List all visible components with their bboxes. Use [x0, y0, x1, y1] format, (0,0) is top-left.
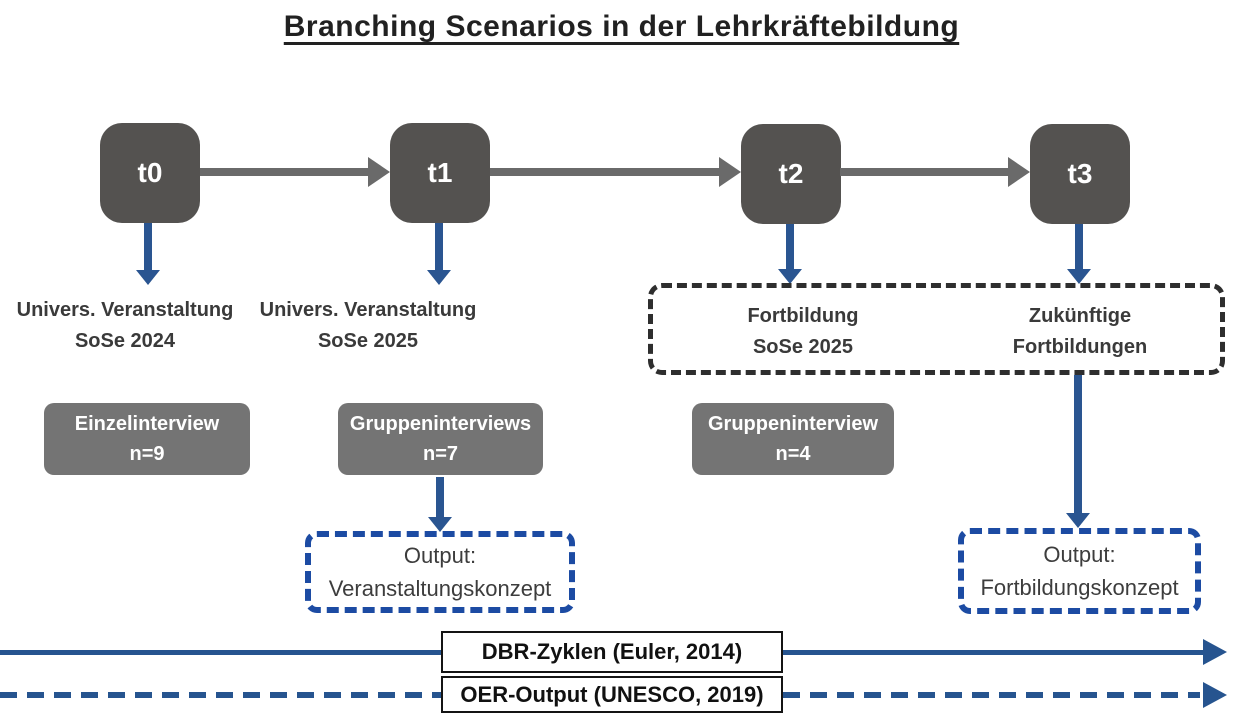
interview-name: Gruppeninterview	[707, 413, 879, 435]
interview-n: n=7	[422, 443, 459, 465]
arrow-shaft	[840, 168, 1010, 176]
arrow-shaft	[144, 223, 152, 272]
timeline-node-t3: t3	[1030, 124, 1130, 224]
arrow-shaft	[1074, 375, 1082, 515]
oer-label-text: OER-Output (UNESCO, 2019)	[460, 681, 764, 707]
interview-box-einzelinterview: Einzelinterview n=9	[44, 403, 250, 475]
oer-arrowhead-right-icon	[1203, 682, 1227, 708]
output-title: Output:	[403, 543, 477, 568]
down-arrow-t3	[1067, 224, 1091, 284]
timeline-node-t1: t1	[390, 123, 490, 223]
arrow-shaft	[200, 168, 370, 176]
event-label-line2: Fortbildungen	[1012, 336, 1148, 358]
timeline-node-t0: t0	[100, 123, 200, 223]
interview-box-gruppeninterview: Gruppeninterview n=4	[692, 403, 894, 475]
down-arrow-t1	[427, 223, 451, 285]
dbr-label-box: DBR-Zyklen (Euler, 2014)	[441, 631, 783, 673]
page-title-text: Branching Scenarios in der Lehrkräftebil…	[283, 10, 960, 43]
event-label-line1: Univers. Veranstaltung	[16, 299, 234, 321]
arrowhead-right-icon	[368, 157, 390, 187]
event-label-sose2025: Univers. Veranstaltung SoSe 2025	[258, 295, 478, 357]
event-label-line2: SoSe 2025	[317, 330, 419, 352]
timeline-arrow-t1-t2	[490, 157, 741, 187]
event-label-line1: Zukünftige	[1028, 305, 1132, 327]
timeline-node-t2-label: t2	[778, 158, 804, 189]
interview-name: Einzelinterview	[74, 413, 220, 435]
event-label-sose2024: Univers. Veranstaltung SoSe 2024	[15, 295, 235, 357]
down-arrow-to-output-1	[428, 477, 452, 532]
arrowhead-right-icon	[1008, 157, 1030, 187]
arrow-shaft	[490, 168, 721, 176]
output-name: Veranstaltungskonzept	[328, 576, 552, 601]
output-box-fortbildungskonzept: Output: Fortbildungskonzept	[958, 528, 1201, 614]
arrowhead-down-icon	[778, 269, 802, 284]
timeline-node-t0-label: t0	[137, 157, 163, 188]
timeline-node-t3-label: t3	[1067, 158, 1093, 189]
event-label-fortbildung: Fortbildung SoSe 2025	[693, 301, 913, 363]
arrowhead-down-icon	[1066, 513, 1090, 528]
arrowhead-down-icon	[428, 517, 452, 532]
page-title: Branching Scenarios in der Lehrkräftebil…	[0, 10, 1243, 44]
arrow-shaft	[436, 477, 444, 519]
interview-n: n=9	[129, 443, 165, 465]
dbr-label-text: DBR-Zyklen (Euler, 2014)	[481, 639, 743, 664]
down-arrow-t0	[136, 223, 160, 285]
interview-name: Gruppeninterviews	[349, 413, 532, 435]
event-label-line1: Fortbildung	[747, 305, 859, 327]
timeline-arrow-t2-t3	[840, 157, 1030, 187]
arrowhead-down-icon	[1067, 269, 1091, 284]
event-label-line2: SoSe 2025	[752, 336, 854, 358]
dbr-arrowhead-right-icon	[1203, 639, 1227, 665]
timeline-node-t1-label: t1	[427, 157, 453, 188]
event-label-zukuenftige-fortbildungen: Zukünftige Fortbildungen	[970, 301, 1190, 363]
future-events-box: Fortbildung SoSe 2025 Zukünftige Fortbil…	[648, 283, 1225, 375]
event-label-line1: Univers. Veranstaltung	[259, 299, 477, 321]
output-title: Output:	[1043, 542, 1116, 567]
arrow-shaft	[435, 223, 443, 272]
interview-box-gruppeninterviews: Gruppeninterviews n=7	[338, 403, 543, 475]
timeline-node-t2: t2	[741, 124, 841, 224]
output-box-veranstaltungskonzept: Output: Veranstaltungskonzept	[305, 531, 575, 613]
arrow-shaft	[1075, 224, 1083, 271]
output-name: Fortbildungskonzept	[980, 575, 1179, 600]
down-arrow-t2	[778, 224, 802, 284]
arrowhead-down-icon	[427, 270, 451, 285]
oer-label-box: OER-Output (UNESCO, 2019)	[441, 676, 783, 713]
arrow-shaft	[786, 224, 794, 271]
arrowhead-right-icon	[719, 157, 741, 187]
interview-n: n=4	[775, 443, 811, 465]
timeline-arrow-t0-t1	[200, 157, 390, 187]
down-arrow-to-output-2	[1066, 375, 1090, 528]
event-label-line2: SoSe 2024	[74, 330, 176, 352]
arrowhead-down-icon	[136, 270, 160, 285]
